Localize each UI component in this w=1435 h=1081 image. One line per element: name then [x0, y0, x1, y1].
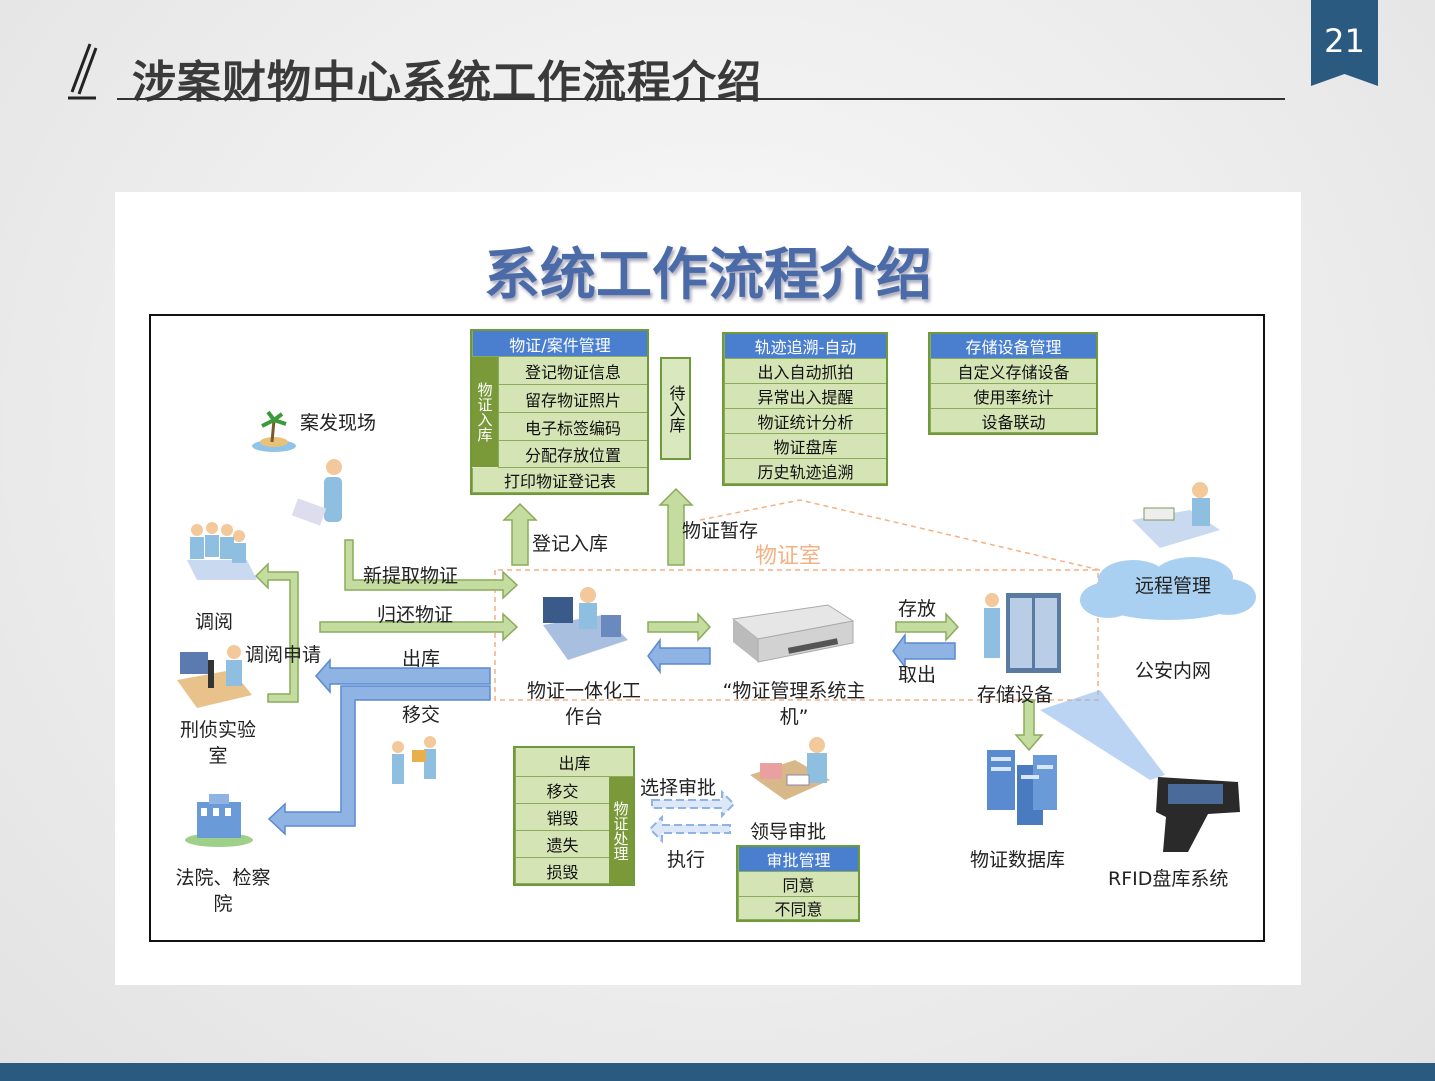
tracking-table: 轨迹追溯-自动 出入自动抓拍 异常出入提醒 物证统计分析 物证盘库 历史轨迹追溯 [722, 332, 888, 486]
label-remote: 远程管理 [1135, 575, 1212, 597]
footer-bar [0, 1063, 1435, 1081]
label-consult: 调阅 [195, 611, 234, 633]
table-row: 异常出入提醒 [724, 384, 886, 409]
leader-approval-icon [745, 735, 835, 815]
table-header: 物证/案件管理 [472, 331, 647, 357]
table-row: 登记物证信息 [498, 357, 647, 385]
rfid-scanner-icon [1148, 772, 1243, 857]
page-number-badge: 21 [1311, 0, 1378, 86]
table-row: 物证盘库 [724, 434, 886, 459]
table-row: 自定义存储设备 [930, 359, 1096, 384]
table-row: 同意 [738, 872, 858, 897]
table-row: 销毁 [515, 804, 609, 831]
pencil-icon [64, 40, 100, 102]
label-temp-store: 物证暂存 [682, 520, 759, 542]
diagram-frame [149, 314, 1265, 942]
diagram-title: 系统工作流程介绍 [484, 242, 932, 308]
label-new-evidence: 新提取物证 [363, 565, 459, 587]
table-side-label: 物证入库 [472, 357, 498, 467]
table-row: 使用率统计 [930, 384, 1096, 409]
island-icon [250, 408, 298, 453]
table-row: 电子标签编码 [498, 413, 647, 441]
label-store: 存放 [898, 598, 937, 620]
table-row: 遗失 [515, 831, 609, 858]
label-leader-approval: 领导审批 [750, 821, 827, 843]
server-host-icon [728, 597, 858, 667]
workstation-icon [533, 585, 633, 670]
label-court: 法院、检察院 [175, 867, 271, 915]
table-row: 留存物证照片 [498, 385, 647, 413]
label-rfid: RFID盘库系统 [1108, 868, 1229, 890]
table-side-label: 物证处理 [609, 777, 633, 884]
label-workstation: 物证一体化工作台 [526, 680, 641, 728]
lab-microscope-icon [172, 640, 257, 710]
label-host: “物证管理系统主机” [722, 680, 866, 728]
label-scene: 案发现场 [300, 412, 377, 434]
label-lab: 刑侦实验室 [180, 719, 257, 767]
meeting-people-icon [177, 520, 257, 600]
storage-management-table: 存储设备管理 自定义存储设备 使用率统计 设备联动 [928, 332, 1098, 435]
label-register: 登记入库 [532, 533, 609, 555]
label-execute: 执行 [667, 849, 706, 871]
table-header: 出库 [515, 748, 633, 777]
label-evidence-room: 物证室 [755, 544, 822, 569]
table-row: 损毁 [515, 858, 609, 884]
evidence-case-management-table: 物证/案件管理 物证入库 登记物证信息 留存物证照片 电子标签编码 分配存放位置… [470, 329, 649, 495]
table-row: 历史轨迹追溯 [724, 459, 886, 484]
label-takeout: 取出 [898, 664, 937, 686]
table-header: 轨迹追溯-自动 [724, 334, 886, 359]
handover-people-icon [388, 732, 443, 790]
table-header: 存储设备管理 [930, 334, 1096, 359]
police-officer-icon [291, 455, 352, 530]
title-underline [117, 98, 1285, 100]
remote-admin-icon [1130, 480, 1222, 555]
label-return-evidence: 归还物证 [377, 604, 454, 626]
label-transfer: 移交 [402, 704, 441, 726]
pending-storage-box: 待入库 [660, 357, 691, 460]
table-row: 物证统计分析 [724, 409, 886, 434]
approval-table: 审批管理 同意 不同意 [736, 845, 860, 922]
table-row: 移交 [515, 777, 609, 804]
table-row: 不同意 [738, 897, 858, 920]
label-storage-device: 存储设备 [977, 684, 1054, 706]
table-header: 审批管理 [738, 847, 858, 872]
pending-label: 待入库 [666, 384, 686, 433]
label-checkout: 出库 [402, 648, 441, 670]
storage-cabinet-icon [978, 588, 1068, 678]
table-row: 设备联动 [930, 409, 1096, 433]
table-row: 分配存放位置 [498, 441, 647, 468]
table-row: 出入自动抓拍 [724, 359, 886, 384]
label-database: 物证数据库 [970, 849, 1066, 871]
database-servers-icon [985, 745, 1060, 830]
label-consult-request: 调阅申请 [245, 644, 322, 666]
cloud-icon [1078, 555, 1258, 630]
label-select-approval: 选择审批 [640, 777, 717, 799]
table-row: 打印物证登记表 [472, 468, 647, 493]
outbound-table: 出库 移交 销毁 遗失 损毁 物证处理 [513, 746, 635, 886]
court-building-icon [183, 790, 255, 848]
label-intranet: 公安内网 [1135, 660, 1212, 682]
